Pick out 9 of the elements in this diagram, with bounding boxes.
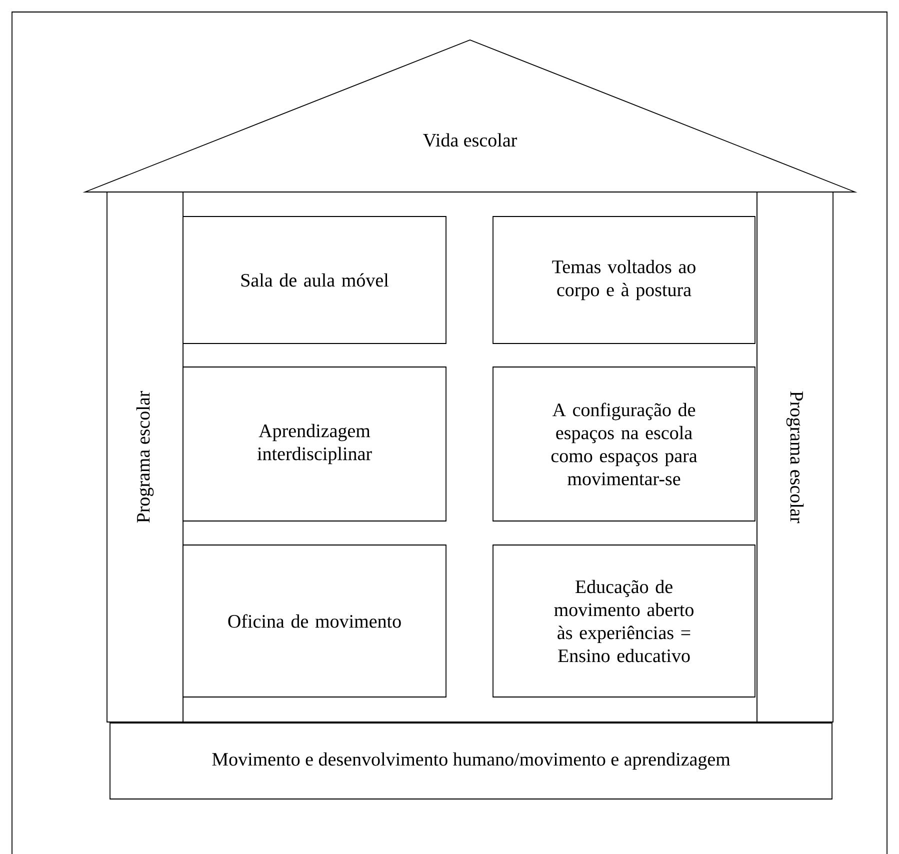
pillar: Programa escolar — [106, 192, 184, 722]
text-box: Oficina de movimento — [182, 544, 446, 698]
pillar: Programa escolar — [756, 192, 834, 722]
text-box: A configuração de espaços na escola como espaços para movimentar-se — [492, 366, 756, 522]
text-box: Aprendizagem interdisciplinar — [182, 366, 446, 522]
foundation-box: Movimento e desenvolvimento humano/movimento e aprendizagem — [110, 722, 832, 800]
text-box: Temas voltados ao corpo e à postura — [492, 216, 756, 344]
text-box: Educação de movimento aberto às experiências = Ensino educativo — [492, 544, 756, 698]
text-box: Sala de aula móvel — [182, 216, 446, 344]
